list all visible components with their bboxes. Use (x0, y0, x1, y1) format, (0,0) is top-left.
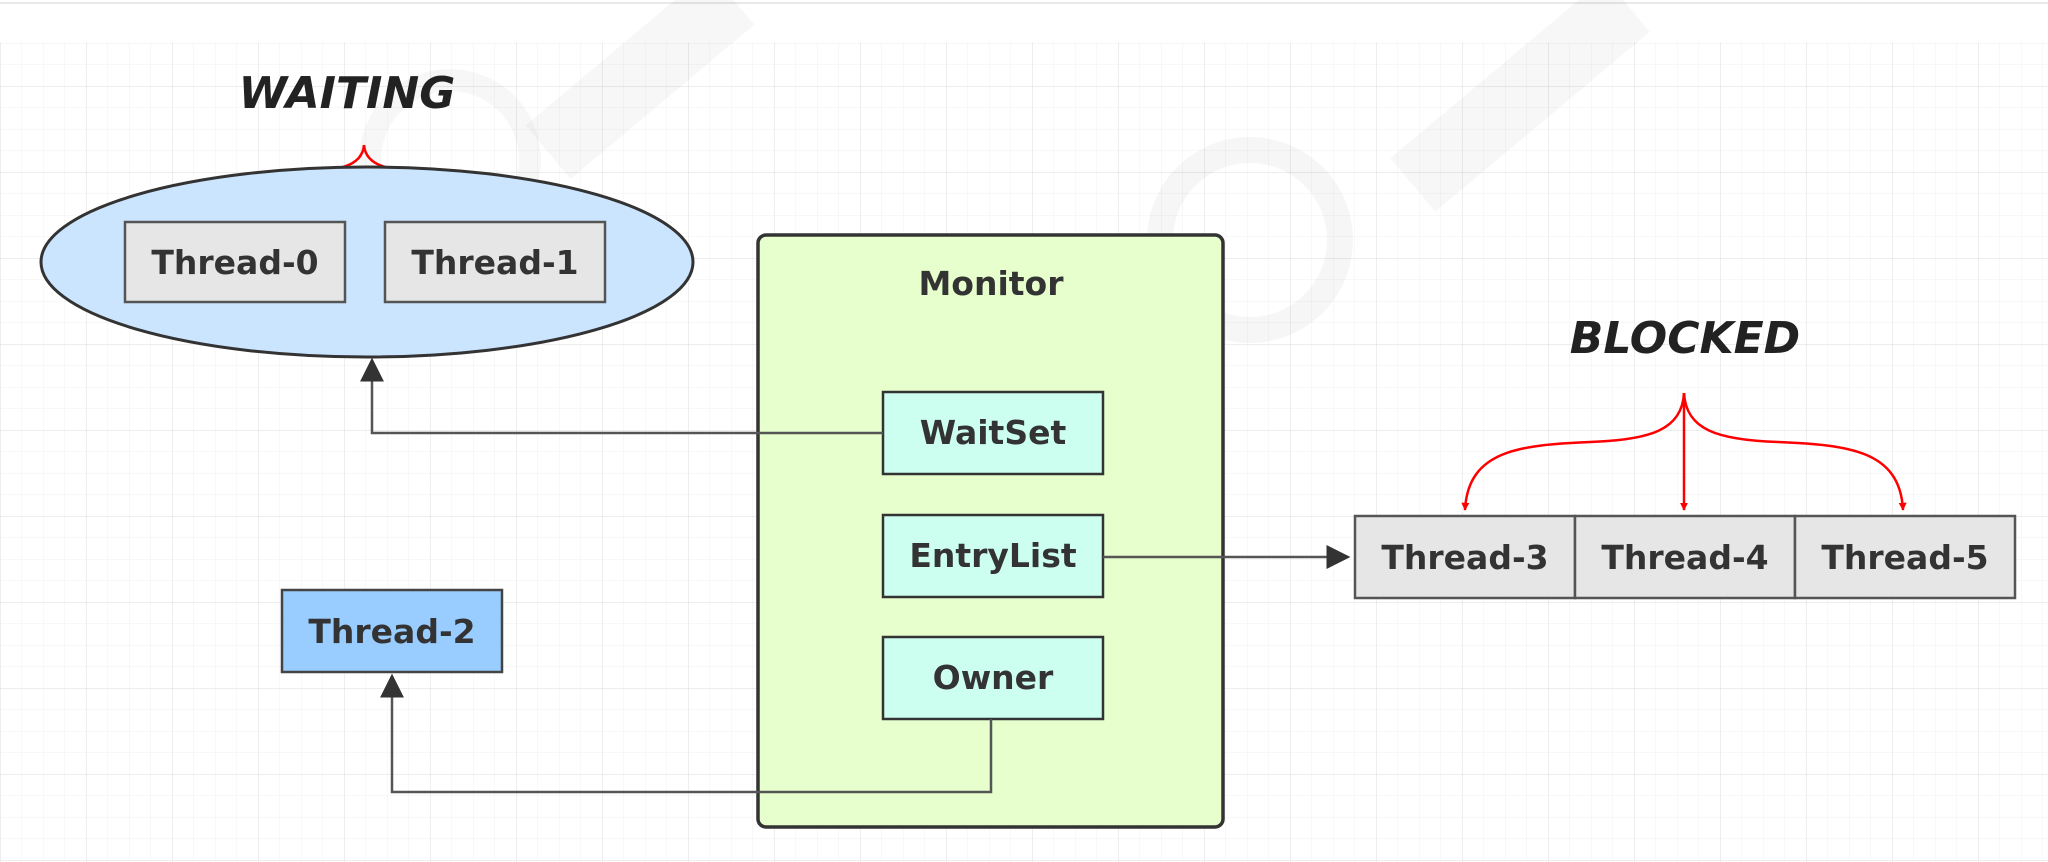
owner-slot[interactable]: Owner (881, 635, 1105, 721)
wait-set-ellipse (39, 165, 695, 359)
thread-0-label: Thread-0 (151, 243, 318, 282)
thread-3-label: Thread-3 (1381, 538, 1548, 577)
entry-list-label: EntryList (909, 536, 1077, 575)
blocked-state-label: BLOCKED (1570, 313, 1800, 364)
owner-to-thread-2-connector (380, 673, 993, 794)
wait-set-slot[interactable]: WaitSet (881, 390, 1105, 476)
owner-label: Owner (933, 658, 1054, 697)
thread-4-label: Thread-4 (1601, 538, 1768, 577)
wait-set-label: WaitSet (920, 413, 1067, 452)
waiting-state-label: WAITING (239, 68, 456, 119)
thread-2-label: Thread-2 (308, 612, 475, 651)
blocked-arrow-thread-5 (1682, 392, 1907, 511)
thread-4-box[interactable]: Thread-4 (1573, 514, 1797, 600)
thread-3-box[interactable]: Thread-3 (1353, 514, 1577, 600)
monitor-title: Monitor (918, 264, 1064, 303)
thread-1-label: Thread-1 (411, 243, 578, 282)
thread-1-box[interactable]: Thread-1 (383, 220, 607, 304)
waitset-to-waiting-connector (360, 357, 883, 435)
thread-2-box[interactable]: Thread-2 (280, 588, 504, 674)
blocked-arrow-thread-3 (1461, 392, 1686, 511)
thread-0-box[interactable]: Thread-0 (123, 220, 347, 304)
thread-5-box[interactable]: Thread-5 (1793, 514, 2017, 600)
thread-5-label: Thread-5 (1821, 538, 1988, 577)
entry-list-slot[interactable]: EntryList (881, 513, 1105, 599)
